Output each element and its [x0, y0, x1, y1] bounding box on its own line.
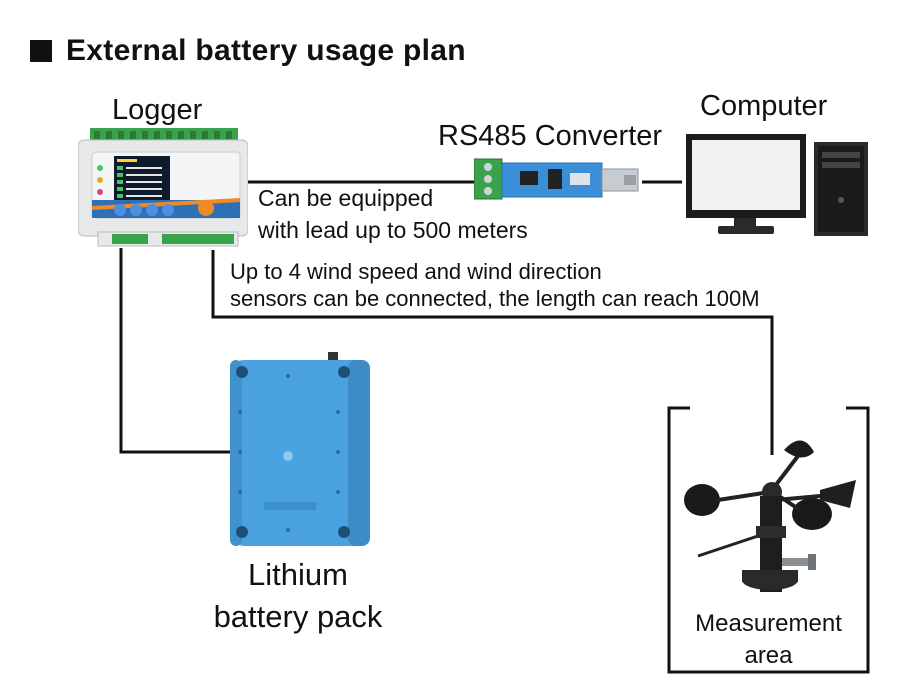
rs485-converter — [474, 155, 644, 205]
lead-note: Can be equipped with lead up to 500 mete… — [258, 184, 528, 244]
logger-label: Logger — [112, 94, 203, 126]
sensor-note-line1: Up to 4 wind speed and wind direction — [230, 259, 602, 284]
lead-note-line1: Can be equipped — [258, 185, 434, 211]
diagram-title: External battery usage plan — [30, 34, 466, 68]
battery-label: Lithium battery pack — [0, 554, 596, 638]
battery-label-line2: battery pack — [213, 599, 383, 634]
measurement-area-bracket — [667, 406, 870, 674]
computer-label: Computer — [700, 90, 828, 122]
logger-device — [78, 128, 248, 250]
converter-label: RS485 Converter — [438, 120, 663, 152]
sensor-note: Up to 4 wind speed and wind direction se… — [230, 258, 760, 312]
wire-logger-battery — [119, 248, 234, 454]
measurement-area-label: Measurement area — [669, 608, 868, 672]
measurement-label-line2: area — [744, 642, 793, 669]
measurement-label-line1: Measurement — [695, 610, 842, 637]
title-text: External battery usage plan — [66, 34, 466, 67]
title-bullet-icon — [30, 40, 52, 62]
wind-sensor — [680, 430, 864, 606]
computer-device — [684, 130, 870, 240]
battery-pack — [228, 352, 374, 548]
battery-label-line1: Lithium — [248, 557, 348, 592]
wire-logger-sensor — [211, 250, 774, 455]
lead-note-line2: with lead up to 500 meters — [258, 217, 528, 243]
sensor-note-line2: sensors can be connected, the length can… — [230, 286, 760, 311]
